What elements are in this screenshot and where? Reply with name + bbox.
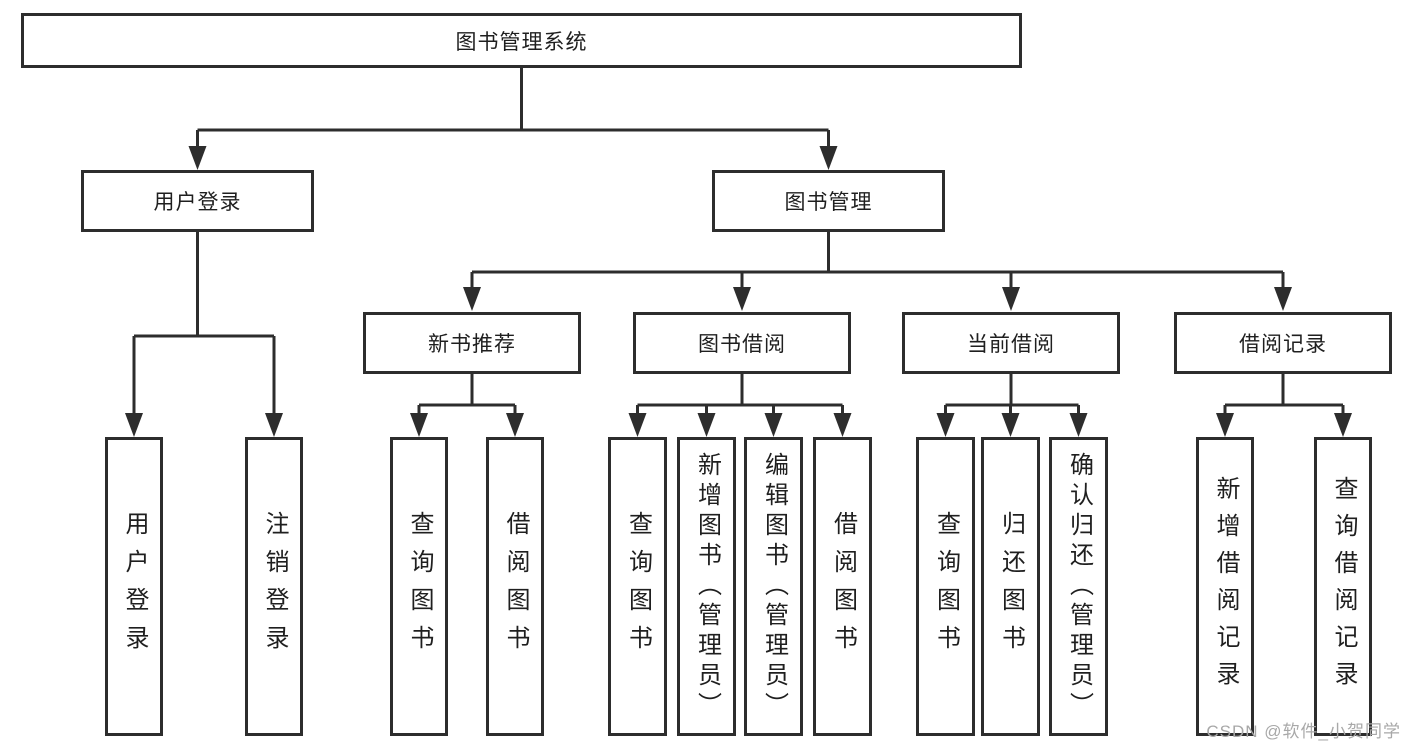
- leaf-borrow-books-label: 借阅图书: [829, 510, 857, 663]
- arrowhead-icon: [764, 413, 783, 437]
- arrowhead-icon: [833, 413, 852, 437]
- node-root-system: 图书管理系统: [21, 13, 1022, 68]
- connector-records-to-leaves: [1223, 374, 1345, 418]
- node-user-login-module: 用户登录: [81, 170, 314, 232]
- arrowhead-icon: [733, 287, 751, 311]
- leaf-add-books-admin-label: 新增图书（管理员）: [693, 451, 721, 722]
- connector-newbooks-to-leaves: [417, 374, 517, 418]
- node-new-book-recommend-label: 新书推荐: [428, 333, 516, 356]
- leaf-edit-books-admin: 编辑图书（管理员）: [744, 437, 803, 736]
- leaf-user-login-label: 用户登录: [121, 510, 148, 663]
- node-book-borrowing: 图书借阅: [633, 312, 851, 374]
- leaf-newbooks-borrow-books-label: 借阅图书: [502, 510, 529, 663]
- leaf-return-books-label: 归还图书: [997, 510, 1025, 663]
- arrowhead-icon: [936, 413, 955, 437]
- connector-userlogin-to-leaves: [132, 232, 276, 418]
- leaf-borrow-query-books: 查询图书: [608, 437, 667, 736]
- node-book-borrowing-label: 图书借阅: [698, 333, 786, 356]
- arrowhead-icon: [463, 287, 481, 311]
- node-current-borrowing-label: 当前借阅: [967, 333, 1055, 356]
- arrowhead-icon: [697, 413, 716, 437]
- leaf-query-borrow-record-label: 查询借阅记录: [1330, 475, 1357, 698]
- leaf-borrow-query-books-label: 查询图书: [624, 510, 652, 663]
- connector-root-to-level2: [196, 68, 830, 150]
- arrowhead-icon: [819, 146, 838, 170]
- leaf-add-borrow-record-label: 新增借阅记录: [1212, 475, 1239, 698]
- node-current-borrowing: 当前借阅: [902, 312, 1120, 374]
- leaf-confirm-return-admin: 确认归还（管理员）: [1049, 437, 1108, 736]
- arrowhead-icon: [125, 413, 143, 437]
- arrowhead-icon: [1216, 413, 1234, 437]
- arrowhead-icon: [1069, 413, 1088, 437]
- node-new-book-recommend: 新书推荐: [363, 312, 581, 374]
- leaf-user-login: 用户登录: [105, 437, 163, 736]
- leaf-newbooks-query-books: 查询图书: [390, 437, 448, 736]
- arrowhead-icon: [1334, 413, 1352, 437]
- leaf-logout: 注销登录: [245, 437, 303, 736]
- connector-bookmgmt-to-level3: [470, 232, 1285, 292]
- csdn-watermark: CSDN @软件_小贺同学: [1206, 722, 1401, 741]
- arrowhead-icon: [628, 413, 647, 437]
- leaf-add-books-admin: 新增图书（管理员）: [677, 437, 736, 736]
- node-book-management-module-label: 图书管理: [784, 191, 873, 214]
- leaf-return-books: 归还图书: [981, 437, 1040, 736]
- leaf-edit-books-admin-label: 编辑图书（管理员）: [760, 451, 788, 722]
- leaf-query-borrow-record: 查询借阅记录: [1314, 437, 1372, 736]
- connector-bookborrow-to-leaves: [636, 374, 844, 418]
- leaf-add-borrow-record: 新增借阅记录: [1196, 437, 1254, 736]
- arrowhead-icon: [1274, 287, 1292, 311]
- leaf-confirm-return-admin-label: 确认归还（管理员）: [1065, 451, 1093, 722]
- leaf-borrow-books: 借阅图书: [813, 437, 872, 736]
- leaf-current-query-books-label: 查询图书: [932, 510, 960, 663]
- arrowhead-icon: [410, 413, 428, 437]
- leaf-logout-label: 注销登录: [261, 510, 288, 663]
- node-book-management-module: 图书管理: [712, 170, 945, 232]
- node-borrowing-records: 借阅记录: [1174, 312, 1392, 374]
- leaf-current-query-books: 查询图书: [916, 437, 975, 736]
- node-borrowing-records-label: 借阅记录: [1239, 333, 1327, 356]
- node-user-login-module-label: 用户登录: [153, 191, 242, 214]
- arrowhead-icon: [1002, 287, 1020, 311]
- leaf-newbooks-query-books-label: 查询图书: [406, 510, 433, 663]
- connector-currentborrow-to-leaves: [944, 374, 1080, 418]
- node-root-system-label: 图书管理系统: [455, 30, 588, 54]
- arrowhead-icon: [265, 413, 283, 437]
- arrowhead-icon: [506, 413, 524, 437]
- arrowhead-icon: [1001, 413, 1020, 437]
- arrowhead-icon: [188, 146, 207, 170]
- leaf-newbooks-borrow-books: 借阅图书: [486, 437, 544, 736]
